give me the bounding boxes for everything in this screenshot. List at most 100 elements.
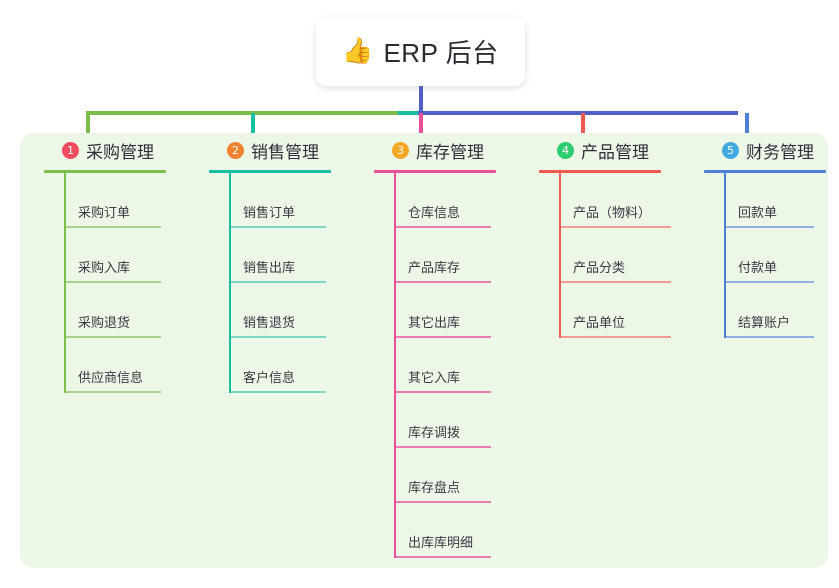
leaf-item[interactable]: 库存调拨 xyxy=(396,393,496,448)
leaf-underline xyxy=(396,446,491,448)
branch-number-badge: 3 xyxy=(392,141,409,159)
branch-drop-connector-3 xyxy=(419,113,423,145)
branch-title: 采购管理 xyxy=(86,142,154,162)
leaf-underline xyxy=(396,226,491,228)
branch-drop-connector-5 xyxy=(745,113,749,145)
branch-number-badge: 5 xyxy=(722,141,739,159)
root-title: ERP 后台 xyxy=(383,38,499,68)
leaf-underline xyxy=(726,226,814,228)
branch-drop-connector-2 xyxy=(251,113,255,145)
leaf-underline xyxy=(561,336,671,338)
branch-column-1: 1 采购管理采购订单采购入库采购退货供应商信息 xyxy=(44,133,166,393)
leaf-item[interactable]: 产品库存 xyxy=(396,228,496,283)
branch-number-badge: 4 xyxy=(557,141,574,159)
leaf-item[interactable]: 结算账户 xyxy=(726,283,826,338)
leaf-item[interactable]: 付款单 xyxy=(726,228,826,283)
leaf-label: 其它入库 xyxy=(408,370,461,385)
leaf-item[interactable]: 库存盘点 xyxy=(396,448,496,503)
leaf-underline xyxy=(726,336,814,338)
leaf-label: 产品分类 xyxy=(573,260,626,275)
leaf-item[interactable]: 销售出库 xyxy=(231,228,331,283)
leaf-underline xyxy=(396,391,491,393)
branch-column-2: 2 销售管理销售订单销售出库销售退货客户信息 xyxy=(209,133,331,393)
branch-spine xyxy=(394,173,396,558)
leaf-item[interactable]: 回款单 xyxy=(726,173,826,228)
leaf-underline xyxy=(561,226,671,228)
leaf-label: 供应商信息 xyxy=(78,370,144,385)
leaf-underline xyxy=(726,281,814,283)
leaf-label: 采购退货 xyxy=(78,315,131,330)
leaf-underline xyxy=(66,226,161,228)
branch-underline xyxy=(209,170,331,173)
leaf-item[interactable]: 产品单位 xyxy=(561,283,671,338)
branch-underline xyxy=(704,170,826,173)
bus-segment-3 xyxy=(418,111,738,115)
leaf-item[interactable]: 销售退货 xyxy=(231,283,331,338)
leaf-label: 回款单 xyxy=(738,205,778,220)
leaf-label: 采购订单 xyxy=(78,205,131,220)
branch-items: 销售订单销售出库销售退货客户信息 xyxy=(209,173,331,393)
branch-items: 采购订单采购入库采购退货供应商信息 xyxy=(44,173,166,393)
leaf-item[interactable]: 销售订单 xyxy=(231,173,331,228)
leaf-item[interactable]: 采购入库 xyxy=(66,228,166,283)
leaf-label: 其它出库 xyxy=(408,315,461,330)
thumbs-up-icon: 👍 xyxy=(342,37,374,65)
leaf-label: 采购入库 xyxy=(78,260,131,275)
root-stem-connector xyxy=(419,86,423,113)
leaf-underline xyxy=(396,501,491,503)
leaf-label: 产品单位 xyxy=(573,315,626,330)
branches-panel: 1 采购管理采购订单采购入库采购退货供应商信息 2 销售管理销售订单销售出库销售退货客… xyxy=(20,133,828,568)
branch-spine xyxy=(64,173,66,393)
branch-items: 仓库信息产品库存其它出库其它入库库存调拨库存盘点出库库明细 xyxy=(374,173,496,558)
branch-title: 销售管理 xyxy=(251,142,319,162)
leaf-underline xyxy=(66,336,161,338)
branch-underline xyxy=(44,170,166,173)
leaf-underline xyxy=(66,281,161,283)
branch-spine xyxy=(229,173,231,393)
branch-spine xyxy=(724,173,726,338)
leaf-underline xyxy=(396,336,491,338)
leaf-item[interactable]: 其它入库 xyxy=(396,338,496,393)
leaf-label: 销售出库 xyxy=(243,260,296,275)
leaf-underline xyxy=(66,391,161,393)
branch-items: 回款单付款单结算账户 xyxy=(704,173,826,338)
leaf-underline xyxy=(231,226,326,228)
leaf-item[interactable]: 产品（物料） xyxy=(561,173,671,228)
leaf-label: 仓库信息 xyxy=(408,205,461,220)
leaf-label: 库存调拨 xyxy=(408,425,461,440)
branch-number-badge: 2 xyxy=(227,141,244,159)
leaf-label: 出库库明细 xyxy=(408,535,474,550)
bus-segment-1 xyxy=(86,111,404,115)
leaf-label: 产品库存 xyxy=(408,260,461,275)
branch-underline xyxy=(374,170,496,173)
leaf-label: 库存盘点 xyxy=(408,480,461,495)
root-node[interactable]: 👍 ERP 后台 xyxy=(316,17,525,86)
leaf-underline xyxy=(231,281,326,283)
leaf-label: 销售退货 xyxy=(243,315,296,330)
branch-number-badge: 1 xyxy=(62,141,79,159)
leaf-underline xyxy=(561,281,671,283)
leaf-item[interactable]: 客户信息 xyxy=(231,338,331,393)
leaf-item[interactable]: 其它出库 xyxy=(396,283,496,338)
branch-column-4: 4 产品管理产品（物料） 产品分类产品单位 xyxy=(539,133,671,338)
leaf-underline xyxy=(396,556,491,558)
leaf-label: 付款单 xyxy=(738,260,778,275)
branch-header-1[interactable]: 1 采购管理 xyxy=(44,133,166,167)
leaf-underline xyxy=(231,336,326,338)
branch-header-2[interactable]: 2 销售管理 xyxy=(209,133,331,167)
leaf-item[interactable]: 仓库信息 xyxy=(396,173,496,228)
leaf-item[interactable]: 采购退货 xyxy=(66,283,166,338)
branch-title: 产品管理 xyxy=(581,142,649,162)
leaf-item[interactable]: 出库库明细 xyxy=(396,503,496,558)
leaf-underline xyxy=(396,281,491,283)
leaf-item[interactable]: 产品分类 xyxy=(561,228,671,283)
branch-underline xyxy=(539,170,661,173)
leaf-item[interactable]: 供应商信息 xyxy=(66,338,166,393)
leaf-underline xyxy=(231,391,326,393)
leaf-item[interactable]: 采购订单 xyxy=(66,173,166,228)
branch-header-4[interactable]: 4 产品管理 xyxy=(539,133,661,167)
